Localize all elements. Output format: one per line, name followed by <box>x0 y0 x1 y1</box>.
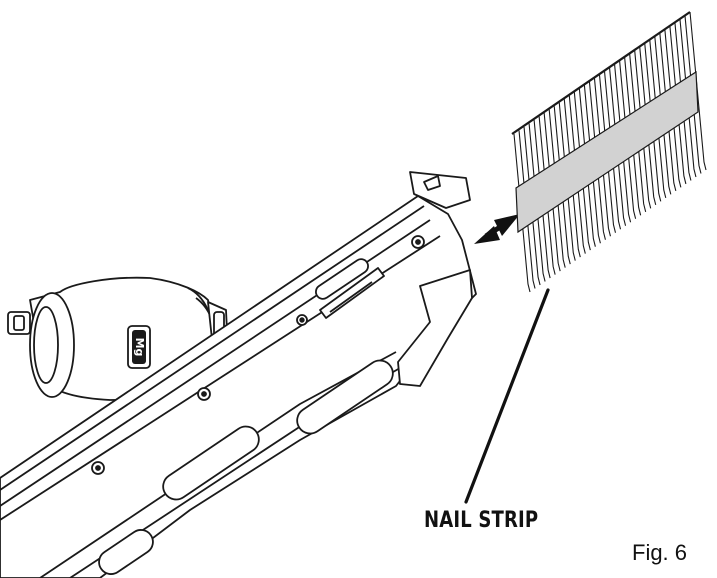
nail-shank <box>664 29 682 188</box>
nail-shank <box>558 102 576 261</box>
rail-screws <box>91 235 425 475</box>
nail-shank <box>669 25 687 185</box>
nail-shank <box>674 22 692 181</box>
nail-shank <box>614 64 632 223</box>
nail-shank <box>598 74 617 233</box>
nail-shank <box>603 71 622 230</box>
nail-shank <box>578 88 596 247</box>
nail-shank <box>518 130 536 289</box>
nail-shank <box>528 123 546 282</box>
nail-shank <box>684 15 702 174</box>
nail-shank <box>624 57 642 216</box>
nail-shank <box>639 46 657 205</box>
nail-shank <box>543 113 561 272</box>
nail-shank <box>679 18 697 178</box>
nail-shank <box>548 109 566 268</box>
nail-shank <box>608 67 627 226</box>
nail-shank <box>563 99 581 258</box>
brand-badge: Mg <box>127 325 151 369</box>
nail-shank <box>553 106 571 265</box>
nail-shank <box>523 126 541 286</box>
brand-mark: Mg <box>133 338 146 357</box>
nail-shank <box>619 60 637 219</box>
nail-shank <box>593 78 611 237</box>
insertion-arrow <box>474 214 520 244</box>
nail-shank <box>659 32 677 192</box>
nail-shanks <box>513 11 707 293</box>
nail-shank <box>583 85 601 244</box>
rail-slots <box>98 258 394 575</box>
nail-strip-label: NAIL STRIP <box>424 508 539 533</box>
nail-shank <box>644 43 662 202</box>
nail-shank <box>629 53 647 212</box>
nail-strip-leader <box>464 288 550 504</box>
pusher-latch <box>319 171 473 387</box>
nail-heads <box>511 11 691 135</box>
nail-shank <box>533 120 551 279</box>
figure-number: Fig. 6 <box>632 540 688 565</box>
nail-shank <box>538 116 556 275</box>
paper-band <box>515 70 699 234</box>
nail-shank <box>654 36 672 195</box>
nail-shank <box>689 11 707 171</box>
nail-strip <box>511 11 707 293</box>
nail-shank <box>649 39 667 199</box>
nail-shank <box>634 50 652 209</box>
nail-shank <box>588 81 606 240</box>
nail-shank <box>573 92 591 251</box>
nail-shank <box>513 133 531 293</box>
nail-shank <box>568 95 586 254</box>
